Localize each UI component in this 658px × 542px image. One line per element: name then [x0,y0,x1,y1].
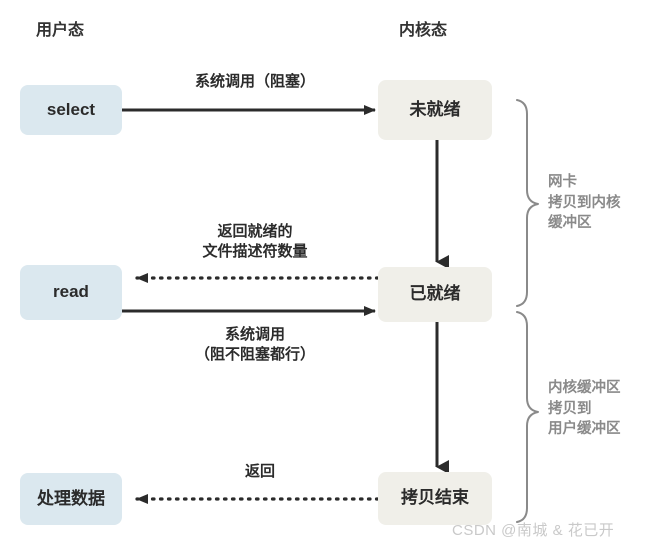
header-user-mode: 用户态 [36,22,85,39]
brace-nic-to-kernel [516,99,539,307]
node-copy-done[interactable]: 拷贝结束 [378,472,492,525]
brace-label-kernel-to-user: 内核缓冲区 拷贝到 用户缓冲区 [548,380,621,438]
node-process-data[interactable]: 处理数据 [20,473,122,525]
node-select[interactable]: select [20,85,122,135]
node-ready[interactable]: 已就绪 [378,267,492,322]
edge-label-return-ready-count: 返回就绪的 文件描述符数量 [202,223,308,261]
edge-label-syscall-blocking: 系统调用（阻塞） [194,73,315,90]
brace-kernel-to-user [516,311,539,523]
watermark: CSDN @南城 & 花已开 [452,522,615,539]
edge-label-return: 返回 [244,463,275,480]
header-kernel-mode: 内核态 [399,22,448,39]
node-read[interactable]: read [20,265,122,320]
brace-label-nic-to-kernel: 网卡 拷贝到内核 缓冲区 [548,174,621,232]
edge-label-syscall-either: 系统调用 （阻不阻塞都行） [194,326,315,364]
node-not-ready[interactable]: 未就绪 [378,80,492,140]
